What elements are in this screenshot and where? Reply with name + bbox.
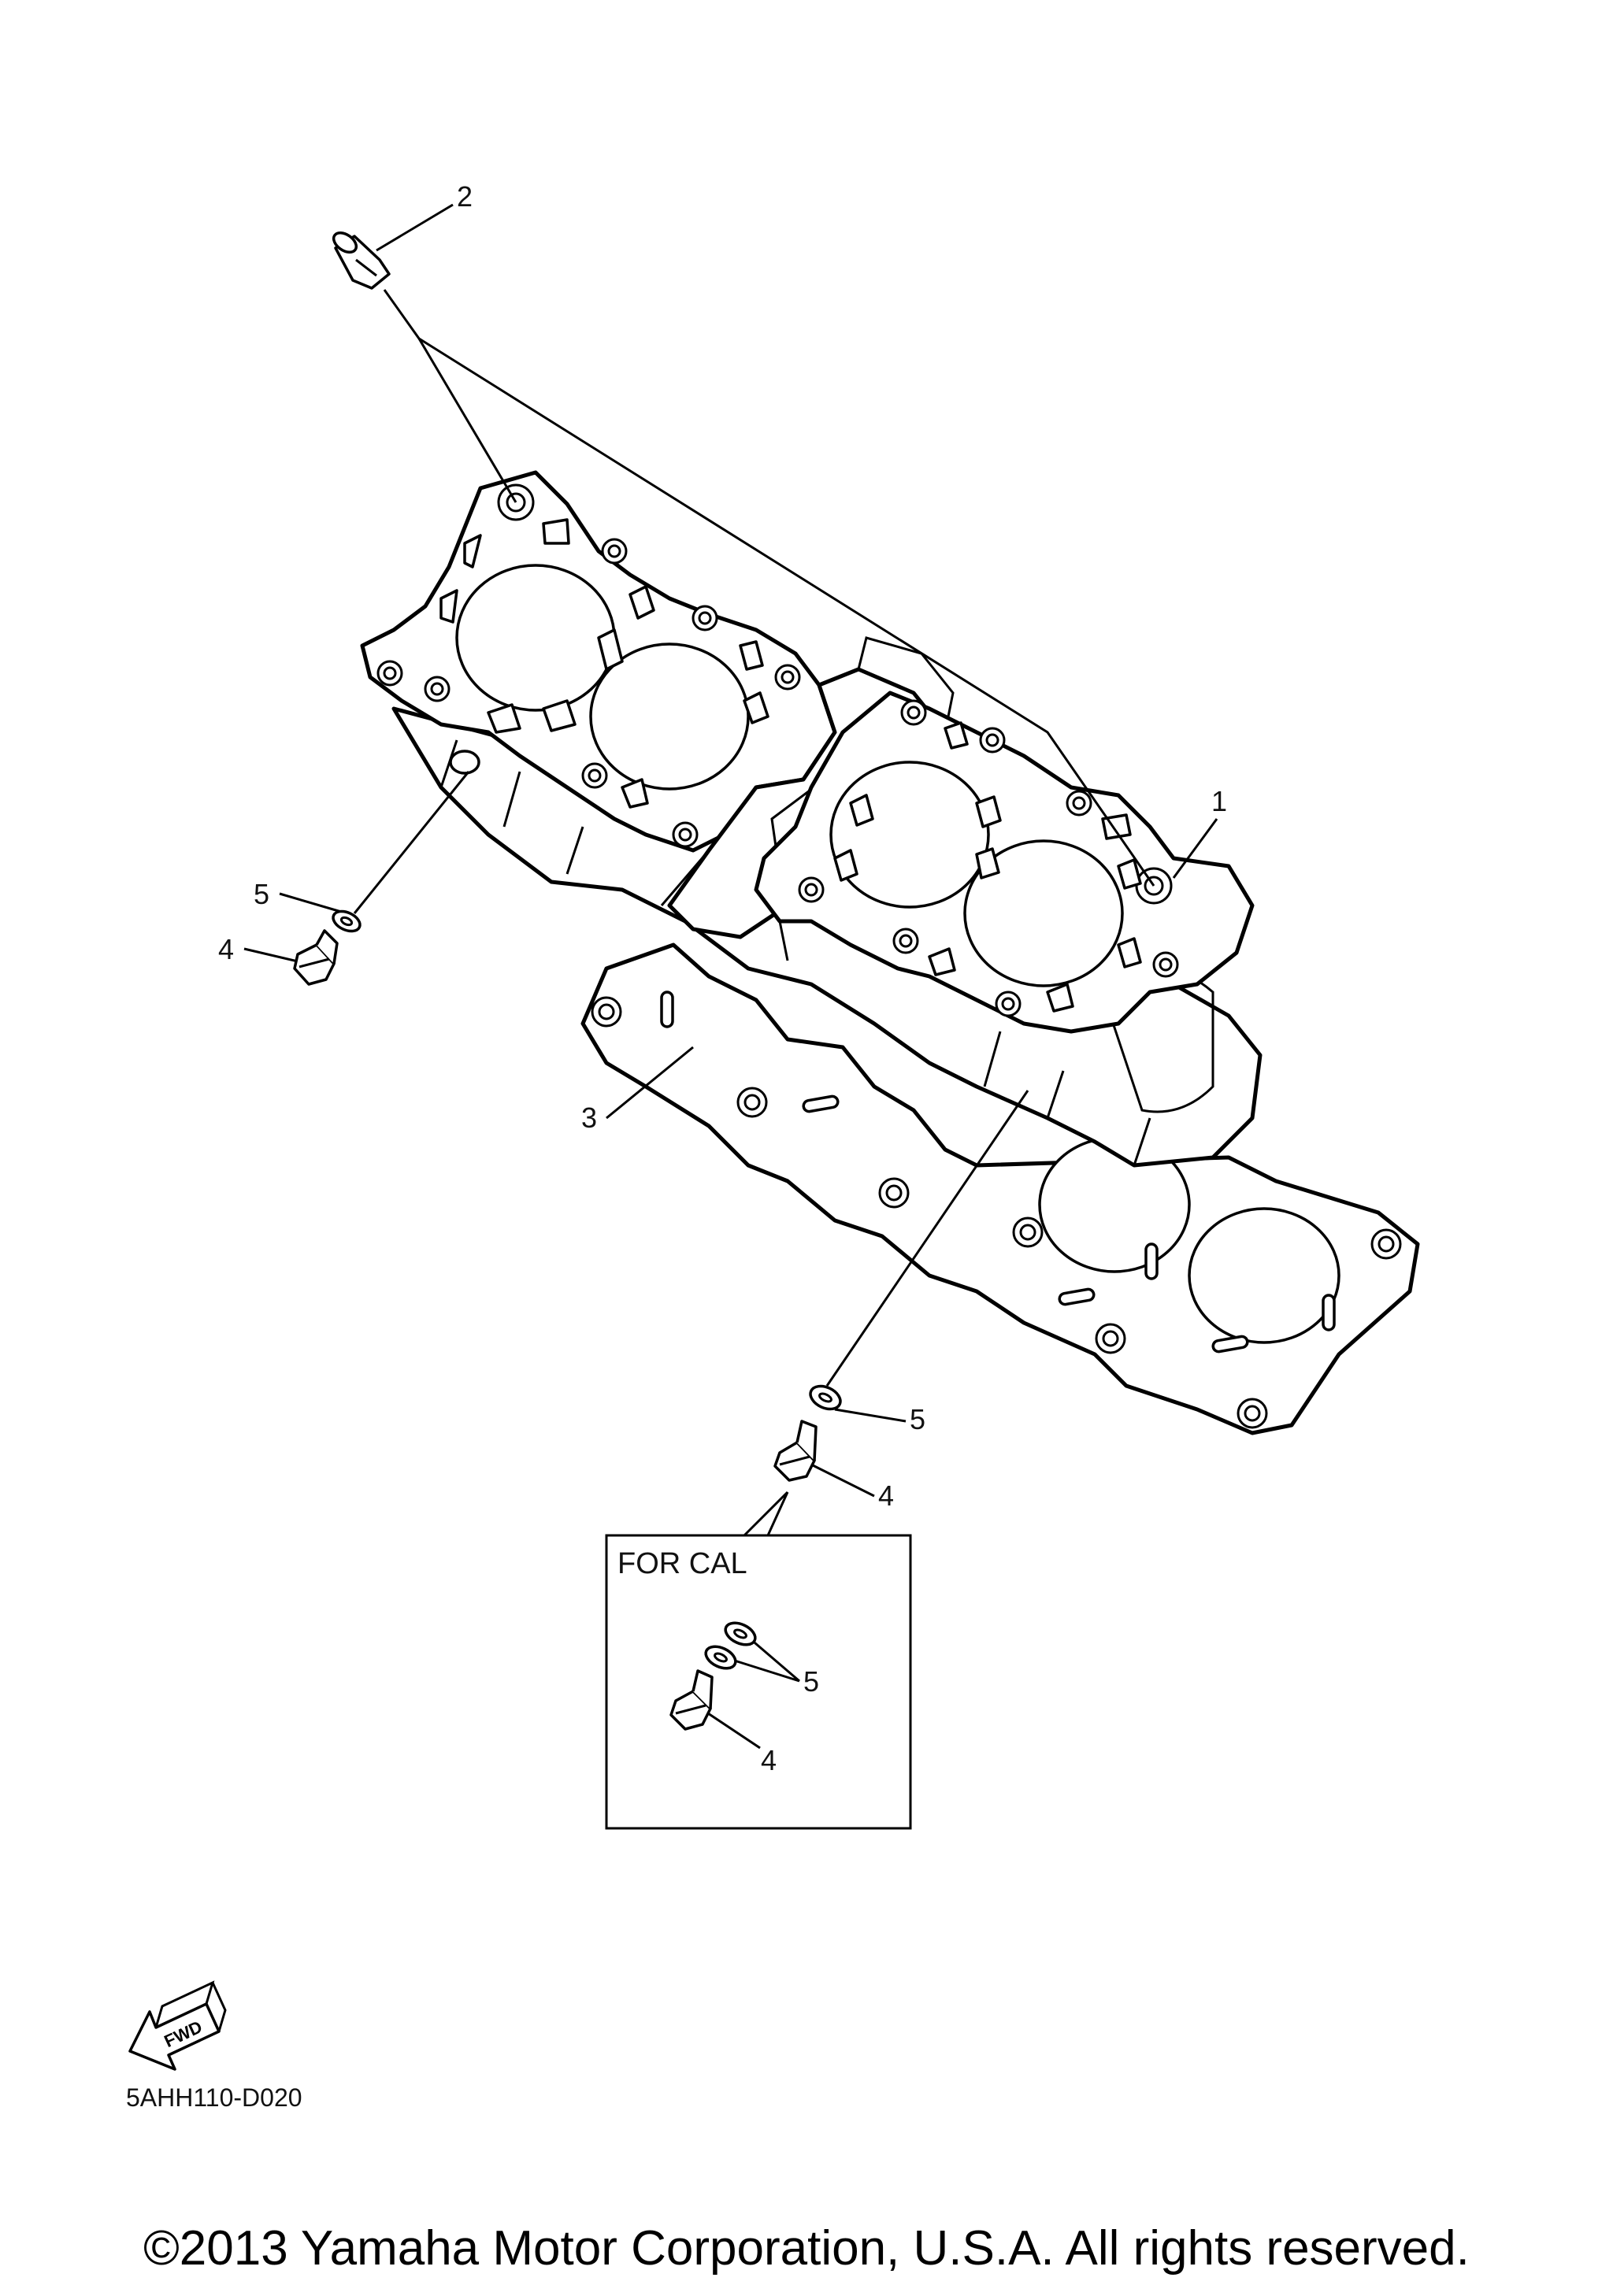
callout-4-box: 4	[761, 1744, 777, 1776]
middle-washer[interactable]	[806, 1382, 844, 1413]
for-cal-inset: FOR CAL	[605, 1534, 912, 1830]
head-gasket[interactable]	[580, 942, 1420, 1435]
callout-5-mid: 5	[910, 1403, 925, 1435]
middle-bolt[interactable]	[773, 1420, 818, 1482]
cylinder-block[interactable]	[360, 470, 1263, 1168]
inset-title: FOR CAL	[617, 1547, 747, 1580]
block-left-boss	[449, 750, 480, 775]
callout-4-left: 4	[218, 933, 234, 965]
leader-lines	[243, 203, 1218, 1750]
callout-1: 1	[1211, 785, 1227, 817]
inset-bolt[interactable]	[669, 1669, 714, 1731]
dowel-pin[interactable]	[330, 229, 391, 290]
fwd-arrow-icon: FWD	[128, 1980, 227, 2071]
callout-5-left: 5	[254, 878, 269, 910]
inset-washer-1[interactable]	[722, 1619, 758, 1650]
callout-4-mid: 4	[878, 1479, 894, 1512]
left-washer[interactable]	[330, 907, 363, 935]
callout-3: 3	[581, 1102, 597, 1134]
left-bolt[interactable]	[293, 929, 339, 986]
callout-5-box: 5	[803, 1665, 819, 1698]
copyright-notice: ©2013 Yamaha Motor Corporation, U.S.A. A…	[143, 2221, 1470, 2276]
inset-washer-2[interactable]	[703, 1642, 739, 1673]
callout-2: 2	[457, 180, 473, 213]
diagram-code: 5AHH110-D020	[126, 2083, 302, 2112]
